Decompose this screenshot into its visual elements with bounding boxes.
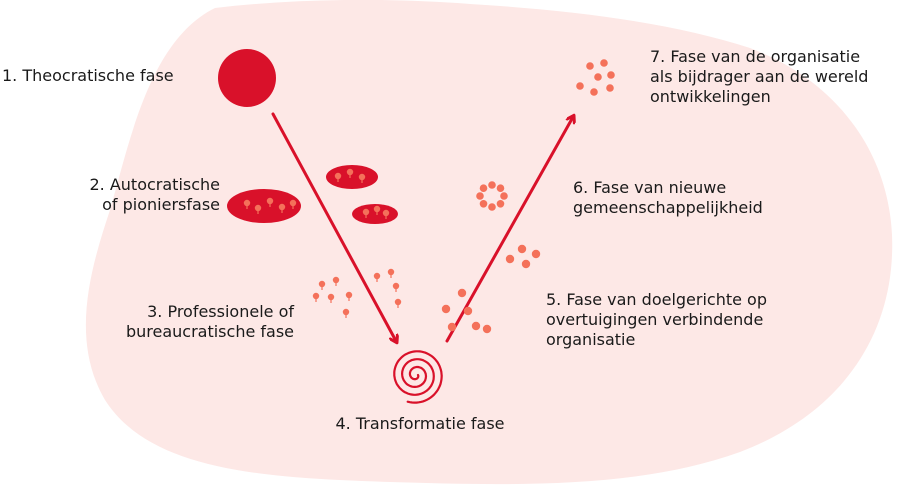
network-dot	[600, 59, 608, 67]
phase-6-line-1: 6. Fase van nieuwe	[573, 178, 727, 197]
phase-2-line-1: 2. Autocratische	[89, 175, 220, 194]
phase-5-line-1: 5. Fase van doelgerichte op	[546, 290, 767, 309]
arrow-down	[271, 112, 396, 341]
scatter-pin	[373, 272, 381, 282]
network-dot	[576, 82, 584, 90]
cluster-dot	[457, 288, 467, 298]
ellipse-pin	[266, 197, 274, 207]
scatter-pin	[392, 282, 400, 292]
ring-dot	[500, 192, 508, 200]
phase-7-line-3: ontwikkelingen	[650, 87, 771, 106]
cluster-dot	[531, 249, 541, 259]
dot-ring-icon	[476, 181, 508, 211]
ellipse-pin	[382, 209, 390, 219]
ellipse-pin	[362, 208, 370, 218]
spiral-icon	[393, 350, 443, 404]
ring-dot	[496, 184, 505, 193]
arrow-up	[445, 117, 573, 343]
ring-dot	[476, 192, 484, 200]
ellipse-pin	[289, 199, 297, 209]
scatter-pin	[312, 292, 320, 302]
scatter-pin	[394, 298, 402, 308]
cluster-dot	[482, 324, 492, 334]
ellipse-pin	[278, 203, 286, 213]
phase-1-line-1: 1. Theocratische fase	[2, 66, 174, 85]
phase-2-label: 2. Autocratische of pioniersfase	[89, 175, 220, 215]
phase-7-label: 7. Fase van de organisatie als bijdrager…	[650, 47, 868, 107]
cluster-dot	[463, 306, 473, 316]
ring-dot	[479, 199, 488, 208]
ellipse-pin	[358, 173, 366, 183]
phase-6-label: 6. Fase van nieuwe gemeenschappelijkheid	[573, 178, 763, 218]
phase-5-label: 5. Fase van doelgerichte op overtuiginge…	[546, 290, 767, 350]
ellipse-pin	[243, 199, 251, 209]
network-dot	[590, 88, 598, 96]
phase-4-line-1: 4. Transformatie fase	[335, 414, 505, 433]
phase-7-line-1: 7. Fase van de organisatie	[650, 47, 861, 66]
scatter-pin	[318, 280, 326, 290]
network-dot	[607, 71, 615, 79]
cluster-dot	[471, 321, 481, 331]
phase-4-label: 4. Transformatie fase	[320, 414, 520, 434]
scatter-pin	[342, 308, 350, 318]
phase-3-line-2: bureaucratische fase	[125, 322, 294, 341]
phase-2-line-2: of pioniersfase	[102, 195, 220, 214]
scattered-pins-icon	[312, 268, 402, 318]
background-blob	[85, 0, 893, 485]
ring-dot	[479, 184, 488, 193]
dot-cluster-icon	[441, 244, 541, 334]
ellipse-pin	[254, 204, 262, 214]
ellipse-pin	[346, 168, 354, 178]
network-dot	[586, 62, 594, 70]
dot-network-icon	[576, 59, 615, 96]
phase-1-label: 1. Theocratische fase	[2, 66, 174, 86]
phase-3-label: 3. Professionele of bureaucratische fase	[126, 302, 294, 342]
phase-7-line-2: als bijdrager aan de wereld	[650, 67, 869, 86]
network-dot	[594, 73, 602, 81]
network-dot	[606, 84, 614, 92]
ellipse-pin	[373, 205, 381, 215]
cluster-dot	[521, 259, 531, 269]
solid-circle-icon	[218, 49, 276, 107]
ellipse-pin	[334, 172, 342, 182]
cluster-dot	[505, 254, 515, 264]
ring-dot	[488, 203, 496, 211]
red-ellipses-icon	[227, 165, 398, 224]
phase-6-line-2: gemeenschappelijkheid	[573, 198, 763, 217]
phase-5-line-2: overtuigingen verbindende	[546, 310, 764, 329]
scatter-pin	[345, 291, 353, 301]
phase-3-line-1: 3. Professionele of	[147, 302, 294, 321]
scatter-pin	[327, 293, 335, 303]
cluster-dot	[447, 322, 457, 332]
scatter-pin	[332, 276, 340, 286]
cluster-dot	[441, 304, 451, 314]
scatter-pin	[387, 268, 395, 278]
ring-dot	[496, 199, 505, 208]
cluster-dot	[517, 244, 527, 254]
ring-dot	[488, 181, 496, 189]
phase-5-line-3: organisatie	[546, 330, 636, 349]
